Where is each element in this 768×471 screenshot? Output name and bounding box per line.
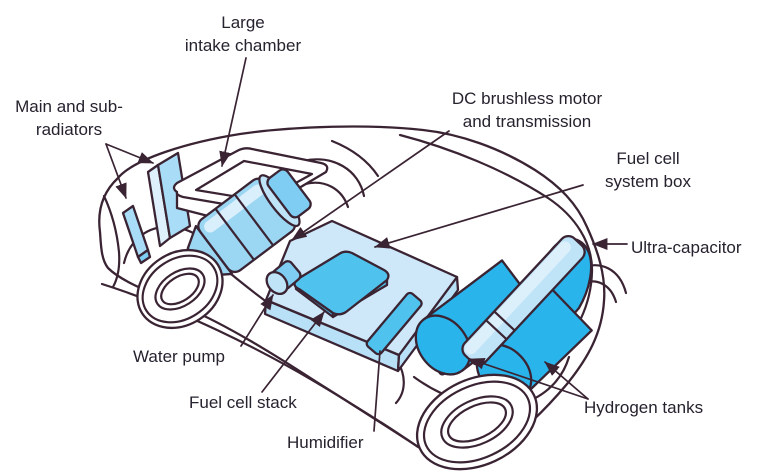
hydrogen-tank-1 — [414, 259, 542, 376]
ultra-capacitor — [461, 235, 586, 366]
label-main-and-sub-radiators: Main and sub- radiators — [15, 97, 123, 139]
water-pump — [265, 260, 302, 296]
leader-fuel-cell-stack — [261, 311, 325, 393]
fuel-cell-stack — [293, 250, 390, 319]
leader-motor — [291, 130, 450, 241]
front-wheel — [136, 248, 224, 330]
rear-wheel — [415, 373, 539, 471]
transmission — [266, 168, 312, 219]
leader-intake — [219, 57, 247, 167]
sub-radiator — [121, 204, 152, 265]
leader-hydrogen-tank-2 — [544, 361, 589, 400]
leader-system-box — [374, 184, 584, 249]
drive-motor — [183, 168, 312, 279]
leader-humidifier — [373, 350, 381, 432]
leader-main-radiator — [105, 143, 154, 164]
label-water-pump: Water pump — [133, 347, 225, 366]
label-fuel-cell-system-box: Fuel cell system box — [605, 149, 691, 191]
label-hydrogen-tanks: Hydrogen tanks — [584, 398, 704, 417]
label-ultra-capacitor: Ultra-capacitor — [631, 238, 742, 257]
main-radiator — [146, 151, 192, 248]
label-humidifier: Humidifier — [287, 433, 364, 452]
leader-sub-radiator — [105, 143, 127, 199]
label-fuel-cell-stack: Fuel cell stack — [189, 393, 297, 412]
leader-lines — [105, 57, 628, 432]
label-dc-brushless-motor: DC brushless motor and transmission — [451, 89, 603, 131]
label-large-intake-chamber: Large intake chamber — [184, 13, 302, 55]
leader-water-pump — [240, 294, 274, 347]
leader-hydrogen-tank-1 — [469, 358, 589, 400]
humidifier-unit — [365, 291, 423, 356]
